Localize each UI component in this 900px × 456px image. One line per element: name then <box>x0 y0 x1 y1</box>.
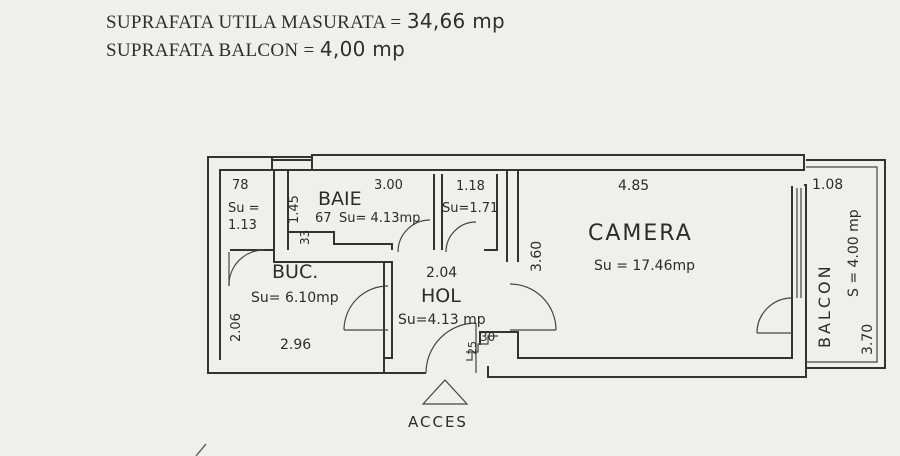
inner-wall-right <box>479 186 793 359</box>
entrance-arrow-icon <box>421 379 469 405</box>
top-wall-window <box>271 156 313 171</box>
baie-dim-33: 33 <box>298 230 312 245</box>
doors <box>228 219 793 374</box>
outer-wall-right <box>487 184 807 378</box>
balcony-outline <box>806 159 886 369</box>
pen-mark <box>195 443 207 456</box>
hol-door-swing-right <box>509 283 557 331</box>
baie-name: BAIE <box>318 188 362 210</box>
entrance-door-swing <box>425 322 477 374</box>
baie-bottom-wall <box>287 231 393 250</box>
small-room-width: 78 <box>232 178 249 193</box>
balcony-name: BALCON <box>815 263 834 348</box>
storage-width: 1.18 <box>456 179 485 194</box>
baie-door-swing <box>397 219 431 253</box>
baie-depth: 1.45 <box>287 195 302 224</box>
walls <box>207 154 886 378</box>
camera-name: CAMERA <box>588 221 693 246</box>
storage-door-swing <box>445 221 477 253</box>
buc-door-swing <box>228 249 265 287</box>
balcony-parapet-inner <box>806 166 878 363</box>
storage-right-wall <box>484 174 498 251</box>
hol-name: HOL <box>421 285 461 307</box>
camera-depth: 3.60 <box>529 241 545 272</box>
balcony-area-line: SUPRAFATA BALCON = 4,00 mp <box>106 37 405 62</box>
camera-area: Su = 17.46mp <box>594 258 695 274</box>
hol-width: 2.04 <box>426 265 457 281</box>
hol-dim-25: 25 <box>466 341 479 355</box>
buc-depth: 2.06 <box>229 313 244 342</box>
room-labels: 78 Su = 1.13 3.00 BAIE 67 Su= 4.13mp 1.4… <box>228 177 876 431</box>
hol-door-swing-left <box>343 285 389 331</box>
small-room-area-label: Su = <box>228 201 260 216</box>
useful-area-label: SUPRAFATA UTILA MASURATA = <box>106 12 402 33</box>
balcony-area-label: SUPRAFATA BALCON = <box>106 40 315 61</box>
balcony-area: S = 4.00 mp <box>846 209 862 297</box>
small-room-area-value: 1.13 <box>228 218 257 233</box>
balcony-width: 1.08 <box>812 177 843 193</box>
entrance-label: ACCES <box>408 413 468 431</box>
entrance-steps <box>466 335 498 361</box>
storage-area: Su=1.71 <box>442 201 498 216</box>
baie-width: 3.00 <box>374 178 403 193</box>
buc-top-wall <box>230 249 393 359</box>
hol-area: Su=4.13 mp <box>398 312 486 328</box>
useful-area-value: 34,66 mp <box>406 9 506 33</box>
baie-area: Su= 4.13mp <box>339 211 420 226</box>
baie-dim-67: 67 <box>315 211 332 226</box>
balcony-area-value: 4,00 mp <box>319 37 406 61</box>
hol-dim-30: 30 <box>480 330 495 344</box>
useful-area-line: SUPRAFATA UTILA MASURATA = 34,66 mp <box>106 9 505 34</box>
buc-name: BUC. <box>272 261 318 283</box>
balcony-length: 3.70 <box>860 324 876 355</box>
buc-area: Su= 6.10mp <box>251 290 339 306</box>
buc-width: 2.96 <box>280 337 311 353</box>
balcony-door-swing <box>756 297 793 334</box>
camera-width: 4.85 <box>618 178 649 194</box>
inner-wall-left <box>219 169 272 360</box>
